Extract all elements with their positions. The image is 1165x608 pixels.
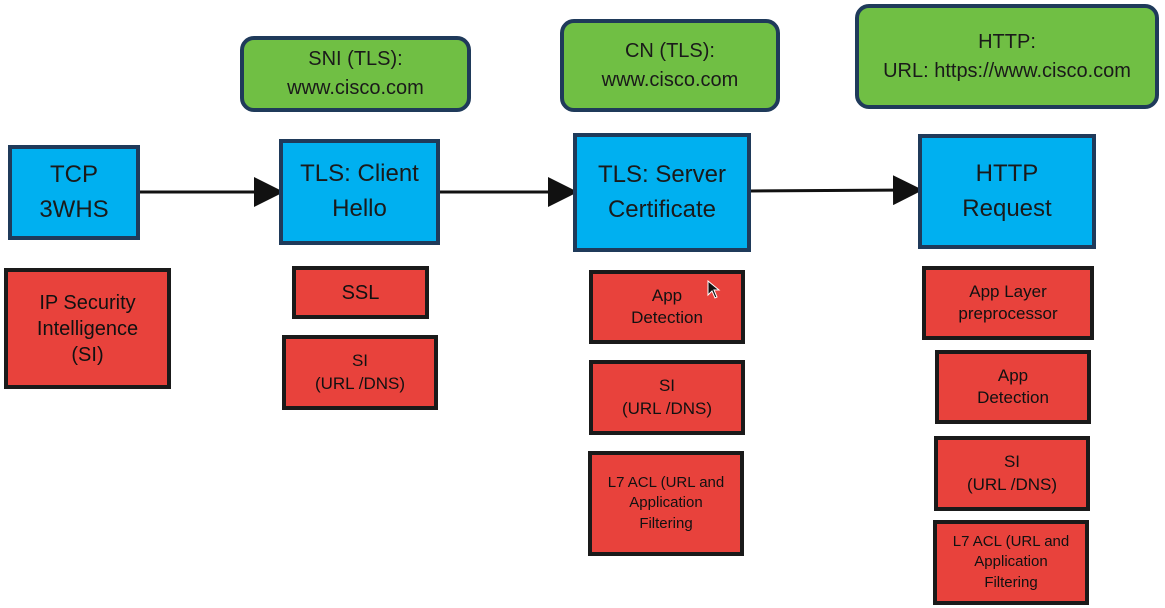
stage-tls-client-hello: TLS: Client Hello (279, 139, 440, 245)
inspection-l7-acl: L7 ACL (URL and Application Filtering (588, 451, 744, 556)
inspection-ip-security-intelligence: IP Security Intelligence (SI) (4, 268, 171, 389)
inspection-ssl: SSL (292, 266, 429, 319)
inspection-app-detection: App Detection (589, 270, 745, 344)
stage-tcp-3whs: TCP 3WHS (8, 145, 140, 240)
inspection-si-url-dns: SI (URL /DNS) (282, 335, 438, 410)
inspection-si-url-dns: SI (URL /DNS) (589, 360, 745, 435)
inspection-app-detection: App Detection (935, 350, 1091, 424)
mouse-cursor-icon (707, 280, 721, 299)
inspection-app-layer-preprocessor: App Layer preprocessor (922, 266, 1094, 340)
stage-http-request: HTTP Request (918, 134, 1096, 249)
field-http-url: HTTP: URL: https://www.cisco.com (855, 4, 1159, 109)
inspection-si-url-dns: SI (URL /DNS) (934, 436, 1090, 511)
arrow-server-cert-to-http-request (749, 175, 923, 206)
stage-tls-server-certificate: TLS: Server Certificate (573, 133, 751, 252)
inspection-l7-acl: L7 ACL (URL and Application Filtering (933, 520, 1089, 605)
field-sni-tls: SNI (TLS): www.cisco.com (240, 36, 471, 112)
field-cn-tls: CN (TLS): www.cisco.com (560, 19, 780, 112)
